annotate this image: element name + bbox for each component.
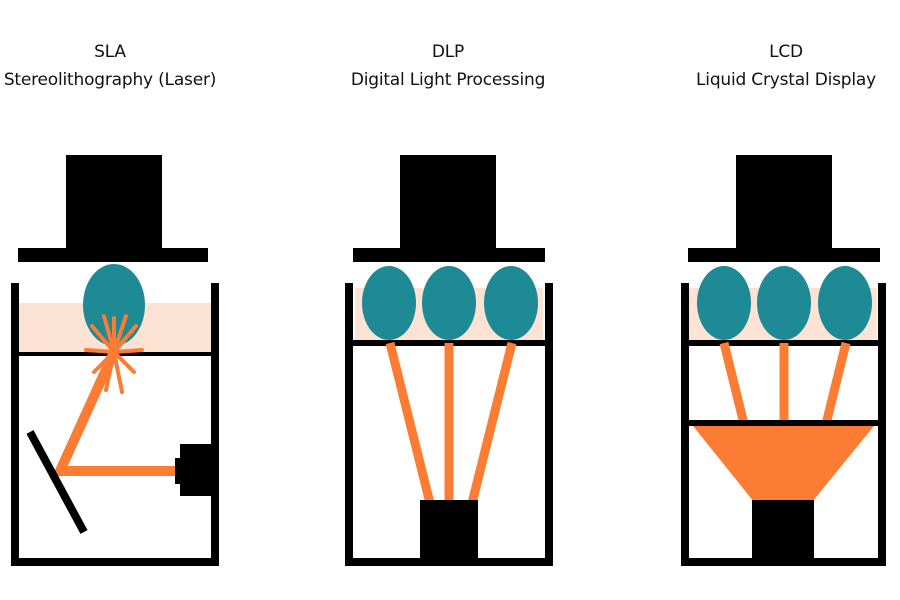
dlp-build-head xyxy=(400,155,496,250)
dlp-build-plate xyxy=(353,248,545,262)
lcd-light-cone xyxy=(693,426,874,502)
sla-left-wall xyxy=(11,283,19,566)
dlp-light-beams xyxy=(385,341,517,505)
sla-build-plate xyxy=(18,248,208,262)
lcd-build-head xyxy=(736,155,832,250)
lcd-left-wall xyxy=(681,283,689,566)
sla-laser-source-nozzle xyxy=(175,458,183,484)
dlp-projector xyxy=(420,500,478,560)
title-dlp: DLP Digital Light Processing xyxy=(318,38,578,94)
lcd-right-wall xyxy=(878,283,886,566)
dlp-printed-object-2 xyxy=(422,266,476,340)
sla-bottom-wall xyxy=(11,558,219,566)
sla-printed-object xyxy=(83,264,145,346)
sla-abbr: SLA xyxy=(94,42,126,62)
lcd-abbr: LCD xyxy=(769,42,803,62)
sla-diagram xyxy=(11,155,219,566)
title-lcd: LCD Liquid Crystal Display xyxy=(656,38,900,94)
dlp-printed-object-3 xyxy=(484,266,538,340)
title-sla: SLA Stereolithography (Laser) xyxy=(0,38,240,94)
lcd-screen xyxy=(689,420,878,426)
dlp-name: Digital Light Processing xyxy=(350,70,546,90)
dlp-abbr: DLP xyxy=(431,42,465,62)
sla-right-wall xyxy=(211,283,219,566)
lcd-diagram xyxy=(681,155,886,566)
lcd-bottom-wall xyxy=(681,558,886,566)
dlp-printed-object-1 xyxy=(362,266,416,340)
lcd-light-source xyxy=(752,500,814,560)
lcd-light-beams xyxy=(719,341,851,426)
dlp-left-wall xyxy=(345,283,353,566)
sla-laser-beam xyxy=(52,349,184,476)
sla-build-head xyxy=(66,155,162,250)
lcd-build-plate xyxy=(688,248,880,262)
dlp-diagram xyxy=(345,155,553,566)
dlp-right-wall xyxy=(545,283,553,566)
dlp-bottom-wall xyxy=(345,558,553,566)
lcd-name: Liquid Crystal Display xyxy=(696,70,876,90)
sla-laser-source-body xyxy=(180,444,212,496)
sla-mirror xyxy=(26,430,88,534)
lcd-printed-object-1 xyxy=(697,266,751,340)
lcd-printed-object-2 xyxy=(757,266,811,340)
sla-name: Stereolithography (Laser) xyxy=(3,70,217,90)
lcd-printed-object-3 xyxy=(818,266,872,340)
